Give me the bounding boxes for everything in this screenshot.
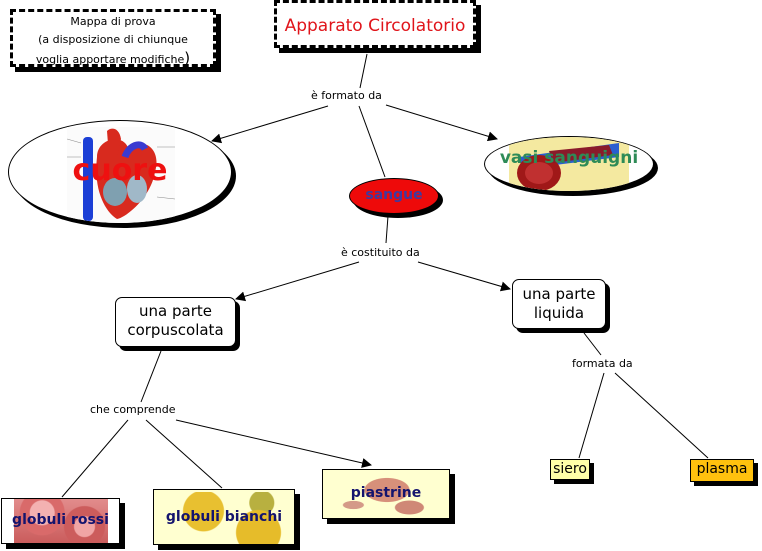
arrow-to-piastrine: [175, 419, 372, 468]
line-to-globuli-bianchi: [145, 419, 223, 489]
vessel-image: [509, 137, 629, 191]
arrow-to-vasi: [385, 104, 498, 142]
note-line-1: Mappa di prova: [70, 15, 156, 28]
concept-sangue[interactable]: sangue: [349, 178, 439, 214]
note-close-paren: ): [184, 49, 191, 67]
line-corpuscolata-comprende: [140, 350, 162, 403]
info-note[interactable]: Mappa di prova (a disposizione di chiunq…: [10, 9, 216, 67]
red-blood-cells-image: [14, 499, 108, 543]
link-label-formato-da[interactable]: è formato da: [309, 89, 384, 103]
concept-parte-corpuscolata[interactable]: una parte corpuscolata: [115, 297, 236, 347]
concept-globuli-bianchi[interactable]: globuli bianchi: [153, 489, 295, 545]
globuli-rossi-label: globuli rossi: [12, 512, 109, 528]
piastrine-label: piastrine: [350, 485, 422, 501]
line-sangue-costituito: [385, 215, 389, 244]
liquida-line-2: liquida: [533, 304, 585, 322]
concept-globuli-rossi[interactable]: globuli rossi: [1, 498, 120, 544]
liquida-line-1: una parte: [522, 285, 596, 303]
vasi-sanguigni-label: vasi sanguigni: [499, 148, 639, 168]
line-to-sangue: [358, 105, 386, 178]
heart-image: [66, 127, 176, 223]
heart-illustration-icon: [66, 128, 176, 221]
cuore-label: cuore: [72, 153, 168, 188]
link-label-formata-da[interactable]: formata da: [570, 357, 635, 371]
arrow-to-cuore: [211, 105, 329, 144]
corpuscolata-line-1: una parte: [139, 302, 212, 320]
concept-cuore[interactable]: cuore: [8, 120, 232, 224]
note-line-3: voglia apportare modifiche): [35, 49, 191, 67]
corpuscolata-line-2: corpuscolata: [127, 321, 224, 339]
line-to-siero: [578, 372, 605, 459]
concept-parte-liquida[interactable]: una parte liquida: [512, 279, 606, 329]
blood-vessel-illustration-icon: [517, 143, 619, 191]
concept-apparato-circolatorio[interactable]: Apparato Circolatorio: [274, 0, 476, 48]
line-liquida-formata: [583, 332, 602, 356]
arrow-to-liquida: [417, 261, 511, 292]
concept-vasi-sanguigni[interactable]: vasi sanguigni: [484, 136, 654, 192]
line-title-formato: [359, 53, 368, 89]
note-line-2: (a disposizione di chiunque: [38, 33, 188, 46]
line-to-globuli-rossi: [61, 419, 129, 498]
concept-piastrine[interactable]: piastrine: [322, 469, 450, 519]
platelets-image: [331, 470, 443, 518]
line-to-plasma: [614, 372, 709, 459]
concept-plasma[interactable]: plasma: [690, 459, 754, 482]
globuli-bianchi-label: globuli bianchi: [165, 509, 283, 525]
sangue-label: sangue: [365, 187, 423, 203]
arrow-to-corpuscolata: [235, 261, 360, 302]
white-blood-cells-image: [176, 492, 286, 544]
link-label-che-comprende[interactable]: che comprende: [88, 403, 178, 417]
concept-siero[interactable]: siero: [550, 459, 590, 480]
link-label-costituito-da[interactable]: è costituito da: [339, 246, 422, 260]
